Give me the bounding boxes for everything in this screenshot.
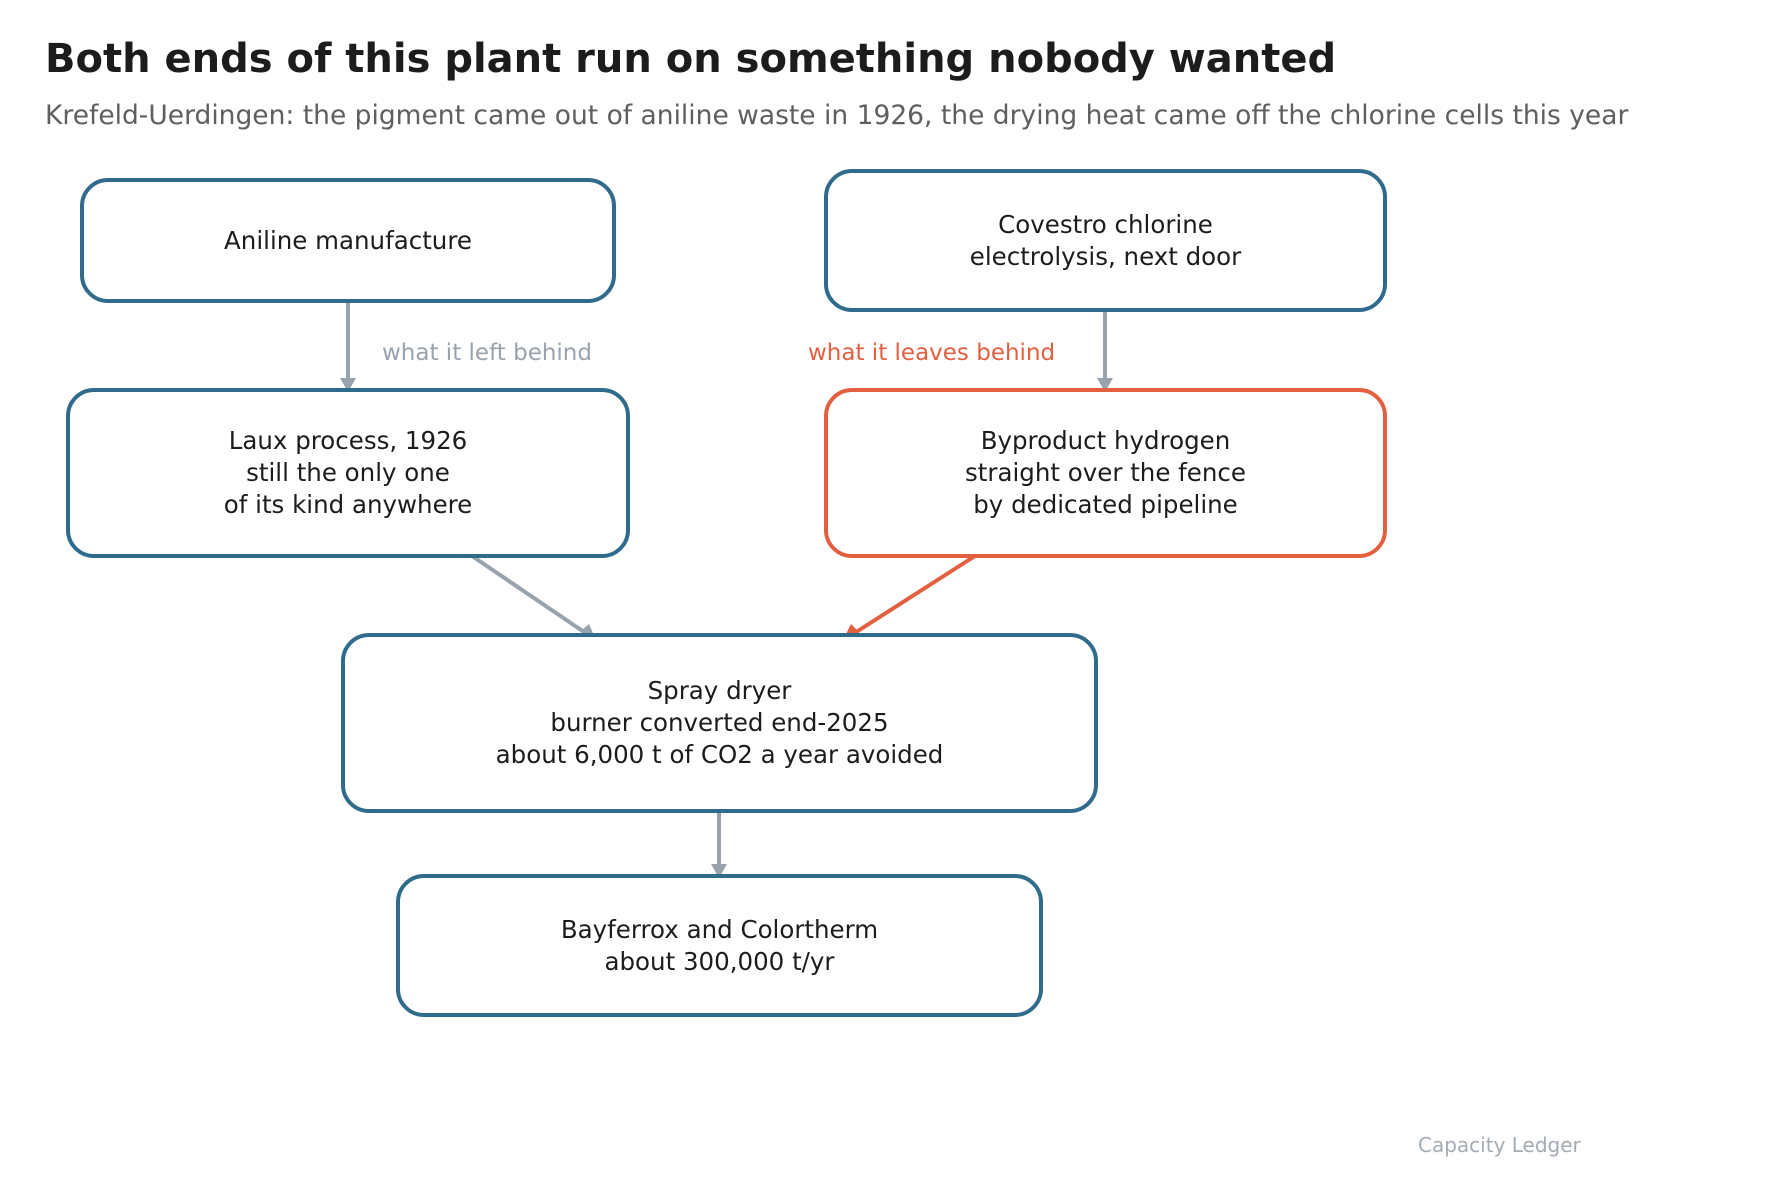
node-spray-dryer: Spray dryer burner converted end-2025 ab… <box>341 633 1098 813</box>
node-laux-process: Laux process, 1926 still the only one of… <box>66 388 630 558</box>
arrowhead-aniline-to-laux <box>340 378 356 392</box>
arrowhead-dryer-to-product <box>711 864 727 878</box>
arrow-hydrogen-to-dryer <box>848 554 977 638</box>
diagram-title: Both ends of this plant run on something… <box>45 36 1337 82</box>
node-chlorine-electrolysis: Covestro chlorine electrolysis, next doo… <box>824 169 1387 312</box>
arrowhead-chlorine-to-hydrogen <box>1097 378 1113 392</box>
source-credit: Capacity Ledger <box>1418 1133 1581 1157</box>
node-aniline-manufacture: Aniline manufacture <box>80 178 616 303</box>
node-pigment-product: Bayferrox and Colortherm about 300,000 t… <box>396 874 1043 1017</box>
diagram-subtitle: Krefeld-Uerdingen: the pigment came out … <box>45 100 1629 131</box>
arrow-laux-to-dryer <box>470 554 592 638</box>
node-byproduct-hydrogen: Byproduct hydrogen straight over the fen… <box>824 388 1387 558</box>
edge-label-leaves-behind: what it leaves behind <box>808 340 1056 366</box>
edge-label-left-behind: what it left behind <box>382 340 592 366</box>
